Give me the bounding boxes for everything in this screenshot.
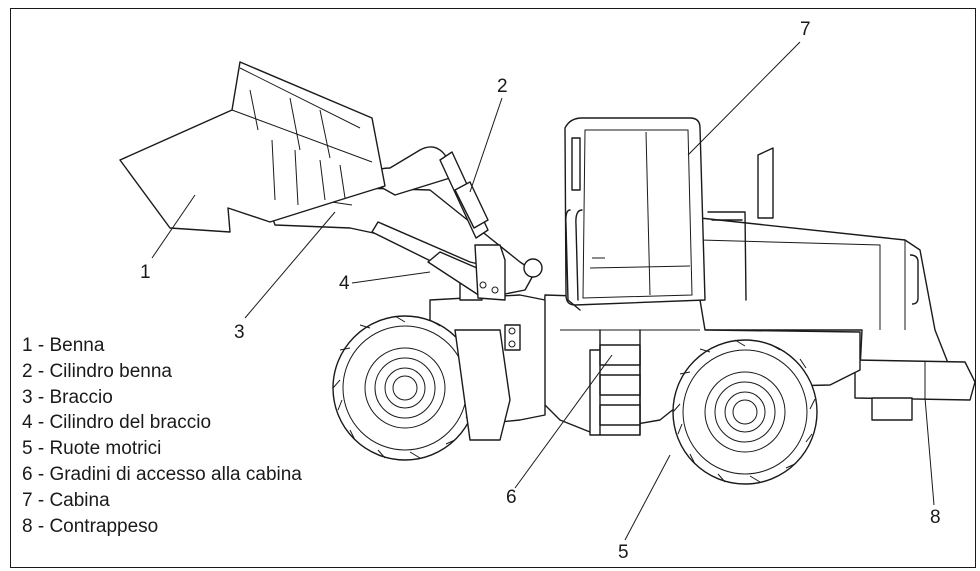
bucket <box>119 61 386 233</box>
front-wheel <box>332 315 511 461</box>
callout-8: 8 <box>930 507 941 528</box>
legend-item-ruote-motrici: 5 - Ruote motrici <box>22 438 162 460</box>
legend-item-cabina: 7 - Cabina <box>22 489 110 511</box>
legend-item-cilindro-benna: 2 - Cilindro benna <box>22 360 172 382</box>
legend-item-cilindro-braccio: 4 - Cilindro del braccio <box>22 412 212 434</box>
leader-lines <box>151 41 935 541</box>
callout-7: 7 <box>800 19 811 40</box>
cab <box>564 117 747 311</box>
access-steps <box>599 329 641 436</box>
legend-item-contrappeso: 8 - Contrappeso <box>22 515 159 537</box>
counterweight <box>854 359 976 421</box>
diagram-border <box>10 8 976 568</box>
legend-item-benna: 1 - Benna <box>22 335 105 356</box>
engine-hood <box>699 147 951 371</box>
legend-item-braccio: 3 - Braccio <box>22 386 113 408</box>
callout-2: 2 <box>497 76 508 97</box>
legend-item-gradini: 6 - Gradini di accesso alla cabina <box>22 463 302 485</box>
callout-1: 1 <box>140 262 151 283</box>
legend: 1 - Benna 2 - Cilindro benna 3 - Braccio… <box>22 333 302 539</box>
callout-labels: 1 2 3 4 5 6 7 8 <box>140 19 941 563</box>
callout-5: 5 <box>618 542 629 563</box>
callout-3: 3 <box>234 322 245 343</box>
bucket-cylinder <box>439 151 489 239</box>
boom-cylinder <box>371 221 506 301</box>
rear-wheel <box>672 339 818 485</box>
callout-6: 6 <box>506 487 517 508</box>
callout-4: 4 <box>339 273 350 294</box>
